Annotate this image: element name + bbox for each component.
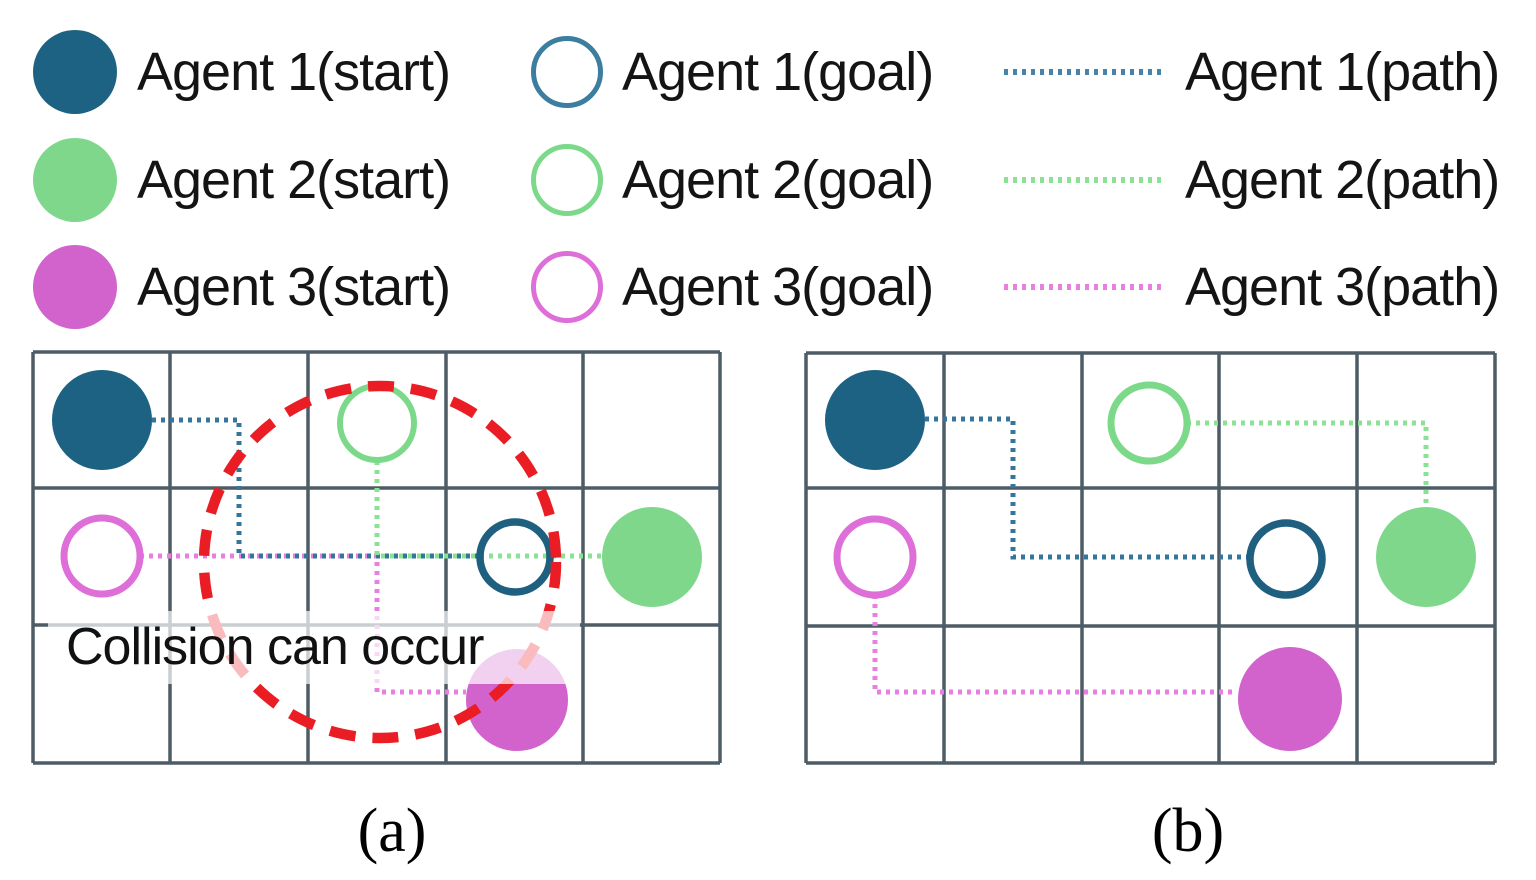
agent1-path-swatch — [1004, 69, 1164, 75]
agent1-start-circle-b — [825, 370, 925, 470]
agent2-start-circle-a — [602, 507, 702, 607]
agent3-path-label: Agent 3(path) — [1185, 257, 1500, 317]
agent1-start-circle-a — [52, 370, 152, 470]
agent2-goal-circle-b — [1107, 381, 1191, 465]
agent1-goal-circle-b — [1246, 519, 1326, 599]
agent3-goal-label: Agent 3(goal) — [622, 257, 934, 317]
agent2-goal-circle-a — [337, 383, 417, 463]
panel-a-caption: (a) — [357, 797, 427, 865]
panel-b-caption: (b) — [1151, 797, 1225, 865]
collision-annotation-text: Collision can occur — [66, 618, 484, 676]
agent2-start-swatch — [33, 138, 117, 222]
agent1-goal-label: Agent 1(goal) — [622, 42, 934, 102]
collision-circle — [198, 380, 562, 744]
agent3-path-a — [140, 553, 466, 695]
agent2-path-swatch — [1004, 177, 1164, 183]
agent3-start-circle-b — [1238, 647, 1342, 751]
agent3-goal-circle-b — [833, 515, 917, 599]
agent1-path-label: Agent 1(path) — [1185, 42, 1500, 102]
agent3-start-swatch — [33, 245, 117, 329]
agent1-start-label: Agent 1(start) — [137, 42, 451, 102]
agent2-path-a — [374, 461, 602, 559]
agent3-goal-circle-a — [60, 514, 144, 598]
panel-a-grid-diagram — [31, 350, 722, 765]
agent3-goal-swatch — [531, 251, 603, 323]
agent2-goal-label: Agent 2(goal) — [622, 150, 934, 210]
agent1-goal-swatch — [531, 36, 603, 108]
agent1-path-a — [152, 417, 479, 559]
collision-annotation-band — [48, 611, 580, 684]
agent1-start-swatch — [33, 30, 117, 114]
agent3-start-label: Agent 3(start) — [137, 257, 451, 317]
agent1-path-b — [925, 416, 1250, 560]
agent1-goal-circle-a — [476, 518, 554, 596]
panel-b-grid-diagram — [804, 351, 1497, 765]
agent2-start-circle-b — [1376, 507, 1476, 607]
agent2-path-b — [1187, 420, 1429, 507]
agent2-start-label: Agent 2(start) — [137, 150, 451, 210]
agent2-goal-swatch — [531, 144, 603, 216]
agent2-path-label: Agent 2(path) — [1185, 150, 1500, 210]
agent3-path-b — [872, 595, 1237, 695]
agent3-path-swatch — [1004, 284, 1164, 290]
